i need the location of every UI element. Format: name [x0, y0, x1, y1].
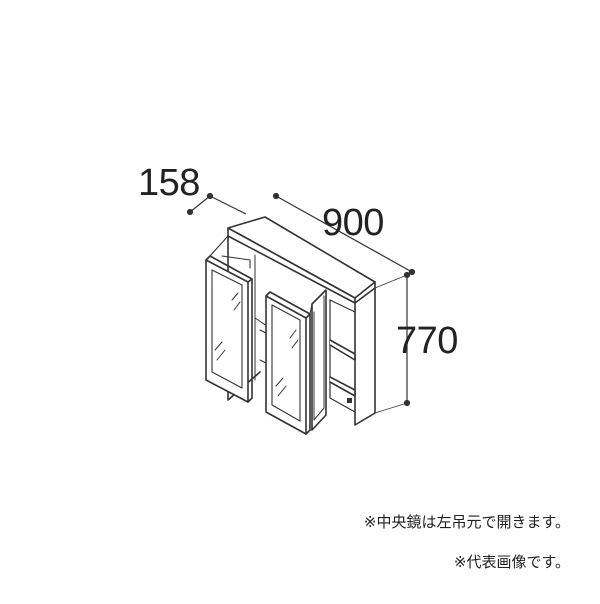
top-light-bar	[227, 216, 376, 304]
width-line	[275, 195, 413, 273]
depth-leader	[209, 195, 247, 215]
left-mirror-door	[205, 235, 253, 403]
note-center-mirror: ※中央鏡は左吊元で開きます。	[363, 513, 570, 531]
center-mirror-door	[265, 291, 311, 435]
dimension-lines	[186, 192, 416, 414]
depth-end-left	[186, 208, 194, 216]
width-dimension-label: 900	[322, 202, 384, 244]
depth-dimension-label: 158	[138, 162, 200, 204]
width-end-left	[272, 192, 280, 200]
note-representative-image: ※代表画像です。	[453, 553, 570, 571]
depth-line	[189, 195, 211, 213]
height-dimension-label: 770	[396, 320, 458, 362]
width-end-right	[408, 268, 416, 276]
right-mirror-door	[309, 289, 327, 431]
